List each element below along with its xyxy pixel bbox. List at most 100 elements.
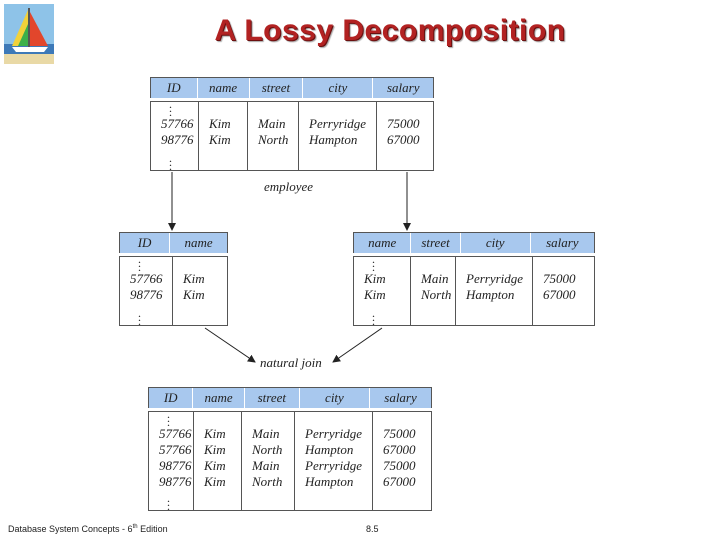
table-cell: 57766 [159,442,192,457]
natural-join-label: natural join [260,355,322,370]
table-cell: Kim [364,271,386,286]
table-cell: Kim [209,132,231,147]
table-cell: Kim [364,287,386,302]
ellipsis-icon: ... [138,252,141,274]
table-cell: Perryridge [309,116,367,131]
table-cell: 67000 [543,287,576,302]
column-header-street: street [248,78,303,98]
column-header-ID: ID [120,233,170,253]
table-cell: 67000 [383,442,416,457]
slide-title: A Lossy Decomposition [214,14,566,47]
table-cell: 75000 [383,458,416,473]
sailboat-logo-icon [4,4,54,64]
table-cell: Kim [204,426,226,441]
table-cell: Kim [209,116,231,131]
table-cell: 75000 [543,271,576,286]
ellipsis-icon: ... [138,306,141,328]
table-cell: 57766 [159,426,192,441]
employee-label: employee [264,179,314,194]
ellipsis-icon: ... [372,306,375,328]
column-header-name: name [169,233,227,253]
table-cell: Hampton [305,442,354,457]
table-cell: 98776 [161,132,194,147]
table-cell: 75000 [383,426,416,441]
table-cell: North [421,287,452,302]
table-cell: 67000 [387,132,420,147]
table-cell: Perryridge [305,426,363,441]
column-header-street: street [410,233,461,253]
footer-sup: th [132,524,138,530]
column-header-name: name [196,78,250,98]
table-cell: Perryridge [305,458,363,473]
table-cell: Main [252,458,280,473]
table-cell: North [252,442,283,457]
ellipsis-icon: ... [169,97,172,119]
ellipsis-icon: ... [167,407,170,429]
column-header-street: street [243,388,300,408]
column-header-ID: ID [151,78,198,98]
table-cell: 98776 [159,474,192,489]
footer-text: Database System Concepts - 6 [8,524,133,534]
column-header-salary: salary [372,78,433,98]
table-cell: Kim [183,271,205,286]
table-cell: 98776 [159,458,192,473]
table-cell: 57766 [130,271,163,286]
footer-course-label: Database System Concepts - 6th Edition [8,524,168,534]
table-cell: Main [258,116,286,131]
table-cell: Kim [204,474,226,489]
column-header-city: city [302,78,373,98]
table-cell: North [258,132,289,147]
page-number: 8.5 [366,524,379,534]
table-cell: Main [252,426,280,441]
column-header-ID: ID [149,388,193,408]
table-cell: 67000 [383,474,416,489]
table-cell: Hampton [309,132,358,147]
column-header-name: name [354,233,411,253]
table-cell: Perryridge [466,271,524,286]
ellipsis-icon: ... [169,151,172,173]
ellipsis-icon: ... [167,491,170,513]
column-header-city: city [298,388,370,408]
table-cell: Hampton [305,474,354,489]
column-header-city: city [459,233,531,253]
table-cell: Main [421,271,449,286]
table-cell: Hampton [466,287,515,302]
ellipsis-icon: ... [372,252,375,274]
table-cell: 98776 [130,287,163,302]
table-cell: Kim [204,458,226,473]
column-header-name: name [192,388,245,408]
arrow-right-to-join [332,327,383,363]
table-cell: North [252,474,283,489]
footer-text-tail: Edition [137,524,168,534]
table-cell: Kim [204,442,226,457]
table-cell: 57766 [161,116,194,131]
table-cell: Kim [183,287,205,302]
